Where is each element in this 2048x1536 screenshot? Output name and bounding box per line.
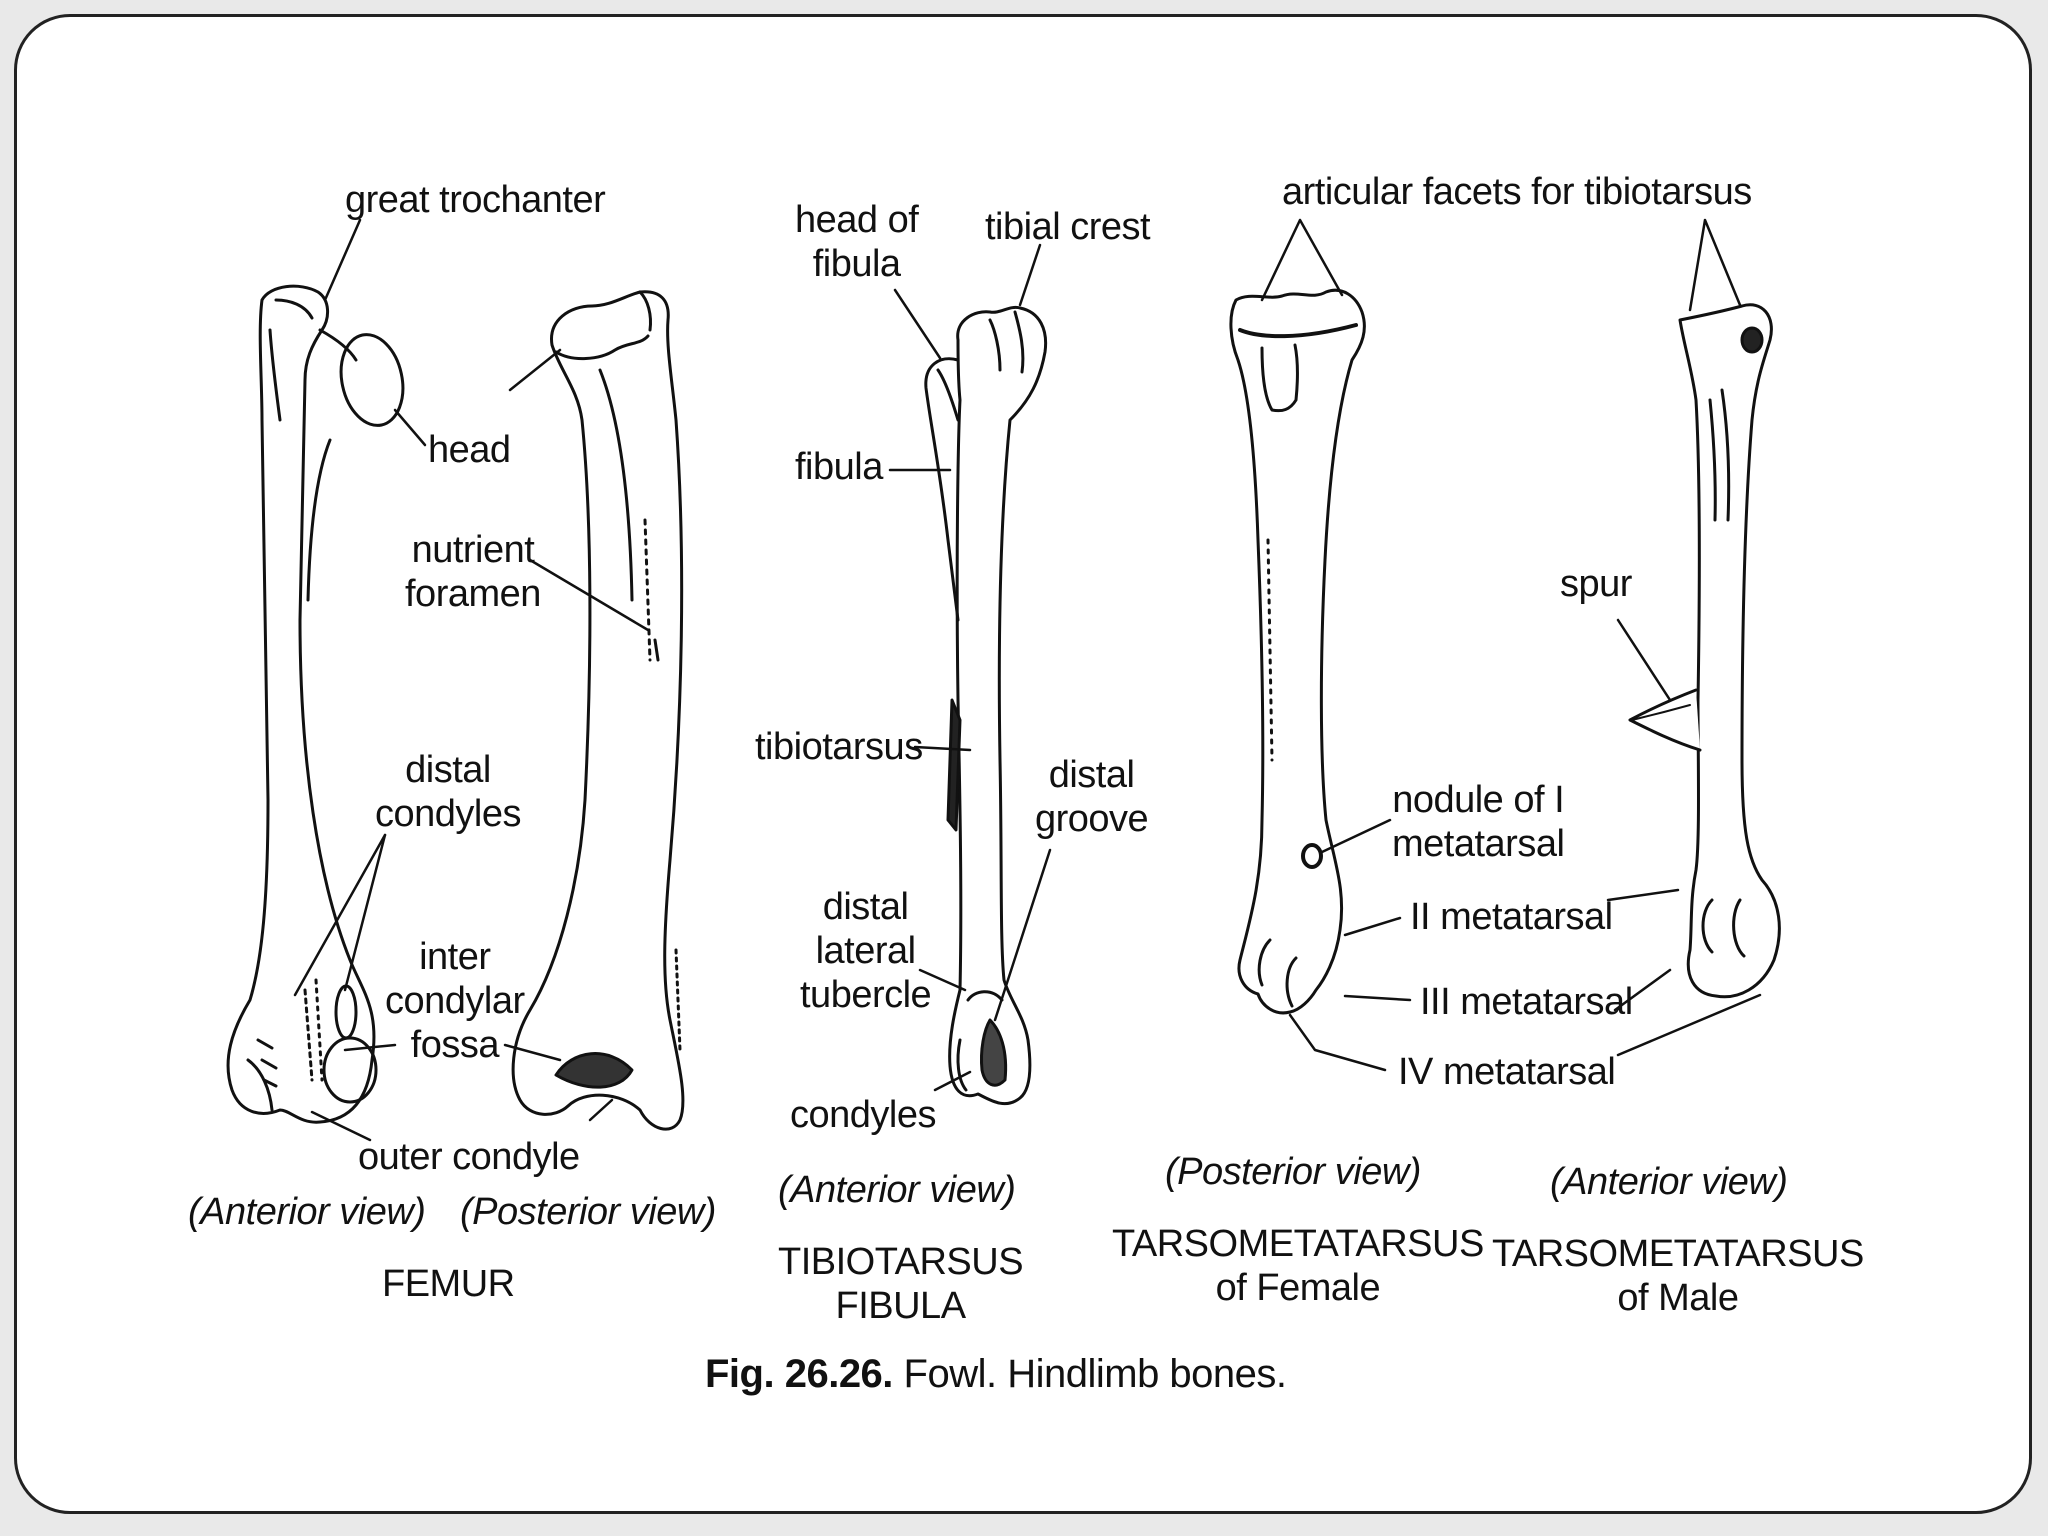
label-great-trochanter: great trochanter — [345, 179, 606, 221]
view-tibiotarsus-anterior: (Anterior view) — [778, 1169, 1016, 1211]
label-nutrient-foramen: nutrient foramen — [405, 529, 541, 615]
label-distal-lateral-tubercle: distal lateral tubercle — [800, 886, 932, 1016]
label-outer-condyle: outer condyle — [358, 1136, 580, 1178]
title-tarsometatarsus-male: TARSOMETATARSUS of Male — [1492, 1233, 1864, 1319]
label-nodule-of-i-metatarsal: nodule of I metatarsal — [1392, 779, 1565, 865]
label-iii-metatarsal: III metatarsal — [1420, 981, 1633, 1023]
view-femur-anterior: (Anterior view) — [188, 1191, 426, 1233]
label-head: head — [428, 429, 511, 471]
view-femur-posterior: (Posterior view) — [460, 1191, 716, 1233]
label-inter-condylar-fossa: inter condylar fossa — [385, 936, 525, 1066]
view-tarso-female-posterior: (Posterior view) — [1165, 1151, 1421, 1193]
title-femur: FEMUR — [382, 1263, 515, 1305]
label-condyles: condyles — [790, 1094, 936, 1136]
femur-posterior-drawing — [511, 290, 685, 1131]
tarsometatarsus-female-drawing — [1229, 288, 1366, 1015]
label-distal-groove: distal groove — [1035, 754, 1149, 840]
view-tarso-male-anterior: (Anterior view) — [1550, 1161, 1788, 1203]
figure-caption-text: Fowl. Hindlimb bones. — [892, 1352, 1287, 1396]
slide-frame — [14, 14, 2032, 1514]
label-iv-metatarsal: IV metatarsal — [1398, 1051, 1616, 1093]
label-spur: spur — [1560, 563, 1632, 605]
figure-caption: Fig. 26.26. Fowl. Hindlimb bones. — [705, 1352, 1287, 1396]
label-tibial-crest: tibial crest — [985, 206, 1151, 248]
tibiotarsus-fibula-drawing — [924, 305, 1048, 1106]
label-head-of-fibula: head of fibula — [795, 199, 919, 285]
label-tibiotarsus: tibiotarsus — [755, 726, 923, 768]
figure-number: Fig. 26.26. — [705, 1352, 893, 1396]
title-tibiotarsus-fibula: TIBIOTARSUS FIBULA — [778, 1241, 1024, 1327]
label-articular-facets: articular facets for tibiotarsus — [1282, 171, 1752, 213]
label-ii-metatarsal: II metatarsal — [1410, 896, 1613, 938]
femur-anterior-drawing — [226, 284, 405, 1124]
title-tarsometatarsus-female: TARSOMETATARSUS of Female — [1112, 1223, 1484, 1309]
tarsometatarsus-male-drawing — [1628, 303, 1781, 999]
label-distal-condyles: distal condyles — [375, 749, 521, 835]
pointer-lines — [293, 218, 1762, 1142]
label-fibula: fibula — [795, 446, 883, 488]
